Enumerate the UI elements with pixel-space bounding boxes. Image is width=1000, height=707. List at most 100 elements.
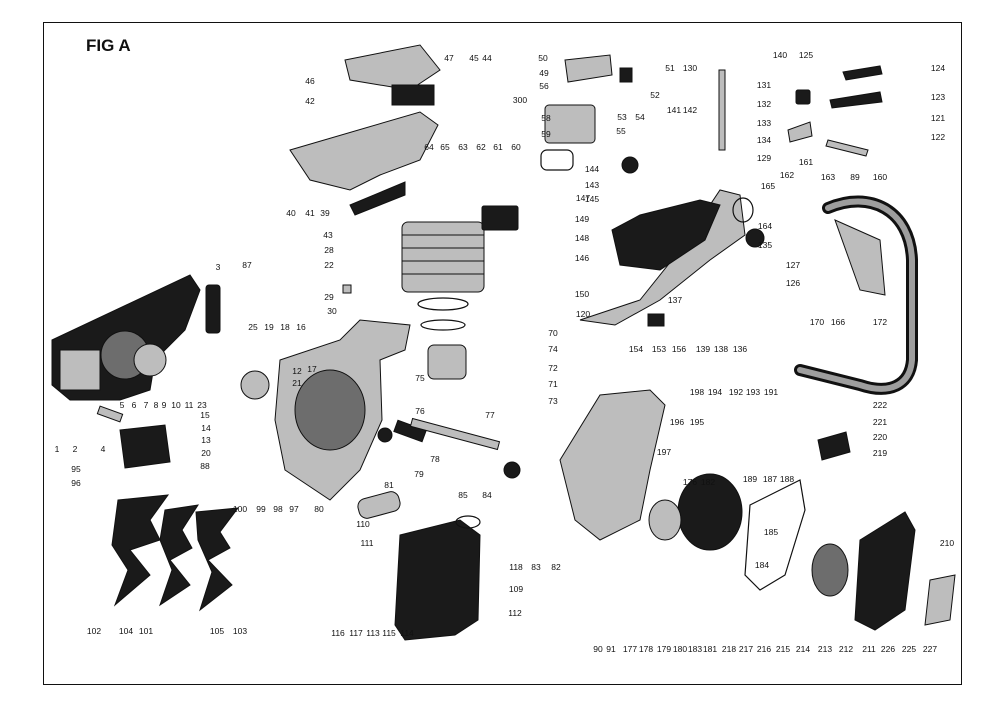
callout-44: 44 bbox=[482, 53, 492, 63]
callout-51: 51 bbox=[665, 63, 675, 73]
callout-109: 109 bbox=[509, 584, 523, 594]
callout-189: 189 bbox=[743, 474, 757, 484]
callout-191: 191 bbox=[764, 387, 778, 397]
callout-132: 132 bbox=[757, 99, 771, 109]
callout-222: 222 bbox=[873, 400, 887, 410]
callout-194: 194 bbox=[708, 387, 722, 397]
callout-43: 43 bbox=[323, 230, 333, 240]
callout-45: 45 bbox=[469, 53, 479, 63]
callout-156: 156 bbox=[672, 344, 686, 354]
callout-216: 216 bbox=[757, 644, 771, 654]
callout-120: 120 bbox=[576, 309, 590, 319]
callout-213: 213 bbox=[818, 644, 832, 654]
callout-21: 21 bbox=[292, 378, 302, 388]
callout-179: 179 bbox=[657, 644, 671, 654]
callout-74: 74 bbox=[548, 344, 558, 354]
callout-23: 23 bbox=[197, 400, 207, 410]
callout-13: 13 bbox=[201, 435, 211, 445]
figure-title: FIG A bbox=[86, 36, 131, 55]
callout-135: 135 bbox=[758, 240, 772, 250]
callout-133: 133 bbox=[757, 118, 771, 128]
callout-117: 117 bbox=[349, 628, 363, 638]
callout-227: 227 bbox=[923, 644, 937, 654]
callout-6: 6 bbox=[132, 400, 137, 410]
callout-185: 185 bbox=[764, 527, 778, 537]
callout-49: 49 bbox=[539, 68, 549, 78]
callout-12: 12 bbox=[292, 366, 302, 376]
callout-20: 20 bbox=[201, 448, 211, 458]
callout-122: 122 bbox=[931, 132, 945, 142]
callout-111: 111 bbox=[361, 538, 374, 548]
callout-195: 195 bbox=[690, 417, 704, 427]
callout-99: 99 bbox=[256, 504, 266, 514]
callout-29: 29 bbox=[324, 292, 334, 302]
callout-154: 154 bbox=[629, 344, 643, 354]
callout-54: 54 bbox=[635, 112, 645, 122]
callout-102: 102 bbox=[87, 626, 101, 636]
callout-53: 53 bbox=[617, 112, 627, 122]
callout-166: 166 bbox=[831, 317, 845, 327]
callout-110: 110 bbox=[356, 519, 370, 529]
callout-64: 64 bbox=[424, 142, 434, 152]
callout-225: 225 bbox=[902, 644, 916, 654]
callout-183: 183 bbox=[688, 644, 702, 654]
callout-96: 96 bbox=[71, 478, 81, 488]
callout-79: 79 bbox=[414, 469, 424, 479]
callout-170: 170 bbox=[810, 317, 824, 327]
callout-5: 5 bbox=[120, 400, 125, 410]
callout-112: 112 bbox=[508, 608, 522, 618]
callout-153: 153 bbox=[652, 344, 666, 354]
top-cover-assembly bbox=[289, 44, 441, 216]
callout-4: 4 bbox=[101, 444, 106, 454]
callout-176: 176 bbox=[683, 477, 697, 487]
callout-113: 113 bbox=[366, 628, 380, 638]
fan-housing-assembly bbox=[559, 389, 806, 591]
callout-71: 71 bbox=[548, 379, 558, 389]
callout-52: 52 bbox=[650, 90, 660, 100]
callout-77: 77 bbox=[485, 410, 495, 420]
callout-88: 88 bbox=[200, 461, 210, 471]
callout-145: 145 bbox=[585, 194, 599, 204]
callout-84: 84 bbox=[482, 490, 492, 500]
callout-22: 22 bbox=[324, 260, 334, 270]
callout-76: 76 bbox=[415, 406, 425, 416]
callout-300: 300 bbox=[513, 95, 527, 105]
callout-62: 62 bbox=[476, 142, 486, 152]
callout-11: 11 bbox=[185, 400, 194, 410]
callout-115: 115 bbox=[382, 628, 396, 638]
callout-219: 219 bbox=[873, 448, 887, 458]
callout-82: 82 bbox=[551, 562, 561, 572]
callout-61: 61 bbox=[493, 142, 503, 152]
callout-46: 46 bbox=[305, 76, 315, 86]
callout-148: 148 bbox=[575, 233, 589, 243]
callout-90: 90 bbox=[593, 644, 603, 654]
figure-border bbox=[43, 22, 962, 685]
callout-58: 58 bbox=[541, 113, 551, 123]
fuel-tank-assembly bbox=[579, 69, 765, 327]
callout-59: 59 bbox=[541, 129, 551, 139]
callout-149: 149 bbox=[575, 214, 589, 224]
callout-172: 172 bbox=[873, 317, 887, 327]
callout-47: 47 bbox=[444, 53, 454, 63]
callout-116: 116 bbox=[331, 628, 345, 638]
callout-164: 164 bbox=[758, 221, 772, 231]
callout-181: 181 bbox=[703, 644, 717, 654]
callout-1: 1 bbox=[55, 444, 60, 454]
callout-144: 144 bbox=[585, 164, 599, 174]
callout-134: 134 bbox=[757, 135, 771, 145]
callout-78: 78 bbox=[430, 454, 440, 464]
callout-215: 215 bbox=[776, 644, 790, 654]
callout-104: 104 bbox=[119, 626, 133, 636]
callout-91: 91 bbox=[606, 644, 616, 654]
callout-14: 14 bbox=[201, 423, 211, 433]
callout-2: 2 bbox=[73, 444, 78, 454]
callout-8: 8 bbox=[154, 400, 159, 410]
callout-103: 103 bbox=[233, 626, 247, 636]
starter-assembly bbox=[811, 431, 956, 631]
callout-137: 137 bbox=[668, 295, 682, 305]
callout-221: 221 bbox=[873, 417, 887, 427]
brake-lever-assembly bbox=[787, 65, 883, 157]
callout-97: 97 bbox=[289, 504, 299, 514]
callout-177: 177 bbox=[623, 644, 637, 654]
callout-131: 131 bbox=[757, 80, 771, 90]
